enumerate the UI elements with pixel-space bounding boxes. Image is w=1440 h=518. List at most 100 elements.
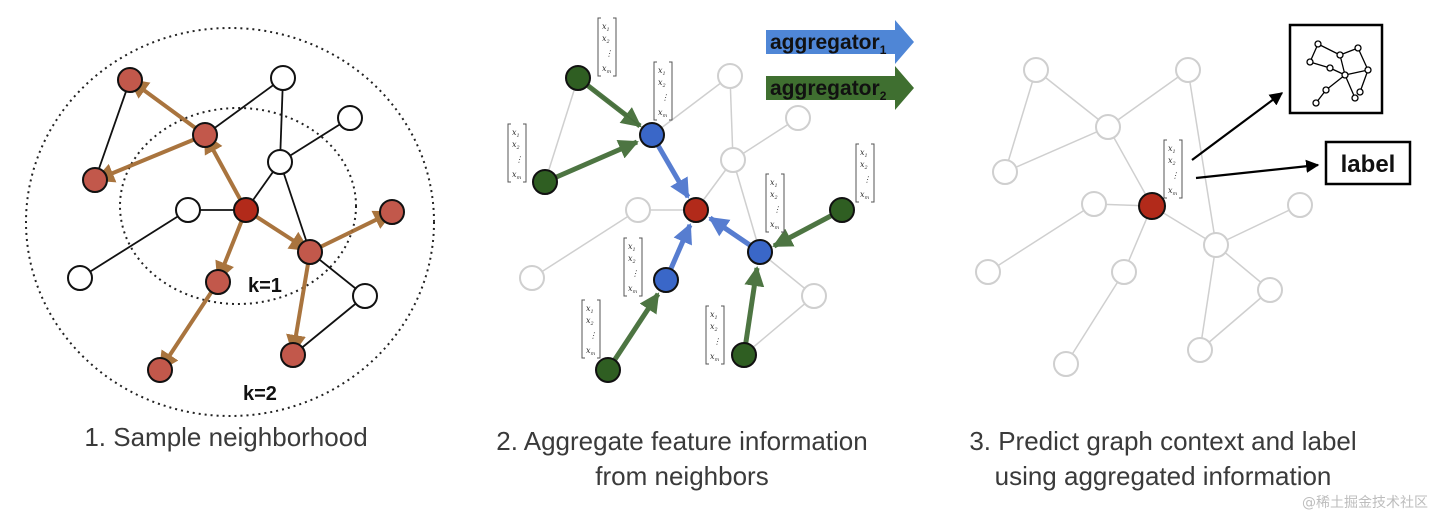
node-green <box>731 342 757 368</box>
svg-text:xm: xm <box>770 220 780 231</box>
svg-text:xm: xm <box>586 346 596 357</box>
svg-text:xm: xm <box>628 284 638 295</box>
node-sampled <box>82 167 108 193</box>
node-blue <box>747 239 773 265</box>
node-gray <box>975 259 1001 285</box>
panel-2-caption-line-2: from neighbors <box>595 461 768 491</box>
node-gray <box>1023 57 1049 83</box>
node-target <box>233 197 259 223</box>
node-gray <box>625 197 651 223</box>
svg-text:x1: x1 <box>1168 144 1176 155</box>
node-gray <box>1111 259 1137 285</box>
node-blue <box>639 122 665 148</box>
svg-text:x1: x1 <box>586 304 594 315</box>
svg-text:⋮: ⋮ <box>605 49 613 58</box>
svg-text:x1: x1 <box>602 22 610 33</box>
panel-2-aggregate: aggregator1 aggregator2 <box>496 20 914 491</box>
node-gray <box>1095 114 1121 140</box>
node-sampled <box>205 269 231 295</box>
svg-text:x2: x2 <box>628 254 636 265</box>
node-white <box>337 105 363 131</box>
node-white <box>267 149 293 175</box>
watermark: @稀土掘金技术社区 <box>1302 495 1428 511</box>
svg-text:⋮: ⋮ <box>631 269 639 278</box>
node-white <box>175 197 201 223</box>
svg-text:x1: x1 <box>860 148 868 159</box>
k1-neighborhood-boundary <box>119 107 357 305</box>
prediction-arrows <box>1191 92 1320 180</box>
panel-1-caption: 1. Sample neighborhood <box>84 422 367 452</box>
node-blue <box>653 267 679 293</box>
node-white <box>352 283 378 309</box>
svg-text:xm: xm <box>1168 186 1178 197</box>
panel-1-nodes <box>67 65 405 383</box>
svg-text:x1: x1 <box>512 128 520 139</box>
node-gray <box>1175 57 1201 83</box>
graph-context-box <box>1288 23 1384 115</box>
node-gray <box>1287 192 1313 218</box>
svg-text:x1: x1 <box>710 310 718 321</box>
svg-text:xm: xm <box>710 352 720 363</box>
panel-1-sample-neighborhood: k=1 k=2 1. Sample neighborhood <box>25 27 435 452</box>
svg-text:x2: x2 <box>1168 156 1176 167</box>
panel-1-black-edges <box>79 77 366 356</box>
node-target <box>1138 192 1166 220</box>
svg-text:x2: x2 <box>658 78 666 89</box>
k1-label: k=1 <box>248 275 282 297</box>
node-target <box>683 197 709 223</box>
node-green <box>532 169 558 195</box>
node-gray <box>1203 232 1229 258</box>
node-sampled <box>297 239 323 265</box>
aggregator-2-label: aggregator2 <box>770 77 887 103</box>
node-white <box>67 265 93 291</box>
node-gray <box>720 147 746 173</box>
node-gray <box>785 105 811 131</box>
node-white <box>270 65 296 91</box>
svg-text:⋮: ⋮ <box>661 93 669 102</box>
node-gray <box>1053 351 1079 377</box>
svg-text:xm: xm <box>602 64 612 75</box>
svg-text:xm: xm <box>512 170 522 181</box>
k2-neighborhood-boundary <box>25 27 435 417</box>
svg-text:x2: x2 <box>860 160 868 171</box>
node-gray <box>717 63 743 89</box>
svg-text:⋮: ⋮ <box>773 205 781 214</box>
node-gray <box>1257 277 1283 303</box>
label-box: label <box>1324 140 1412 186</box>
node-gray <box>1187 337 1213 363</box>
panel-3-caption-line-2: using aggregated information <box>995 461 1332 491</box>
svg-text:xm: xm <box>860 190 870 201</box>
panel-2-gray-edges <box>531 75 815 356</box>
node-green <box>565 65 591 91</box>
node-sampled <box>379 199 405 225</box>
svg-text:⋮: ⋮ <box>1171 171 1179 180</box>
svg-text:x2: x2 <box>710 322 718 333</box>
panel-3-nodes <box>975 57 1313 377</box>
node-gray <box>992 159 1018 185</box>
node-sampled <box>192 122 218 148</box>
svg-text:x1: x1 <box>658 66 666 77</box>
svg-text:x1: x1 <box>628 242 636 253</box>
label-box-text: label <box>1341 151 1396 178</box>
svg-text:x2: x2 <box>602 34 610 45</box>
node-gray <box>519 265 545 291</box>
panel-3-caption-line-1: 3. Predict graph context and label <box>969 426 1356 456</box>
svg-text:x2: x2 <box>512 140 520 151</box>
node-gray <box>1081 191 1107 217</box>
aggregator-1-label: aggregator1 <box>770 31 887 57</box>
node-sampled <box>280 342 306 368</box>
node-gray <box>801 283 827 309</box>
aggregator-2-arrow: aggregator2 <box>766 66 914 110</box>
aggregator-1-arrow: aggregator1 <box>766 20 914 64</box>
svg-text:⋮: ⋮ <box>515 155 523 164</box>
svg-text:xm: xm <box>658 108 668 119</box>
panel-2-caption-line-1: 2. Aggregate feature information <box>496 426 867 456</box>
